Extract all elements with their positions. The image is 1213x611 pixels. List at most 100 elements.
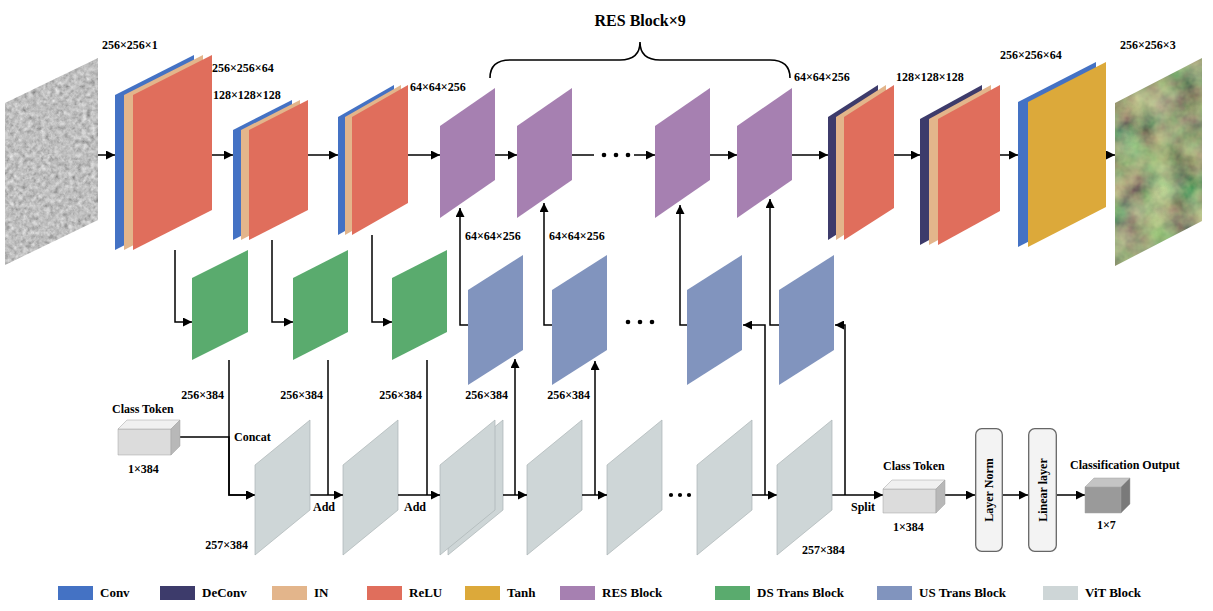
layer-name: Layer Norm [982, 458, 996, 521]
vit-block [527, 420, 582, 555]
dot [638, 320, 643, 325]
node-shape [883, 480, 945, 513]
flow-arrow [634, 154, 655, 156]
node-shape [5, 58, 98, 265]
brace [490, 42, 790, 78]
output-stack: 256×256×64 [1018, 62, 1106, 247]
flow-arrow [408, 154, 440, 156]
flow-arrow [792, 154, 828, 156]
ds-trans-block: 256×384 [392, 250, 447, 360]
node-shape [192, 250, 248, 360]
encoder-stack: 64×64×256 [338, 85, 408, 235]
connector [832, 494, 883, 496]
node-shape [777, 420, 832, 555]
classification-output: Classification Output1×7 [1085, 478, 1130, 513]
connector [372, 235, 392, 322]
connector [1000, 154, 1018, 156]
cube-top [883, 480, 945, 489]
layer-panel [844, 85, 894, 240]
flow-arrow [398, 494, 440, 496]
ellipsis-dots [602, 153, 691, 497]
legend-swatch [877, 586, 912, 600]
res-block [655, 88, 710, 218]
encoder-stack: 128×128×128 [233, 100, 308, 240]
flow-line [426, 360, 428, 495]
flow-arrow [544, 203, 552, 325]
dimension-label: 64×64×256 [465, 229, 521, 243]
node-shape [338, 85, 408, 235]
legend-text: DeConv [202, 585, 247, 601]
us-trans-block [779, 255, 834, 385]
connector [1003, 494, 1028, 496]
dot [687, 493, 691, 497]
node-shape [392, 250, 447, 360]
layer-name: Linear layer [1036, 458, 1050, 521]
legend-swatch [58, 586, 93, 600]
image-texture [1115, 58, 1202, 266]
connector [894, 154, 920, 156]
flow-arrow [743, 325, 765, 495]
cube-side [936, 480, 945, 513]
class-token: Class Token1×384 [883, 480, 945, 513]
linear-layer-box: Linear layer [1028, 428, 1057, 552]
flow-arrow [710, 154, 737, 156]
vit-block [440, 420, 495, 555]
connector [272, 240, 293, 322]
edge-label: Split [850, 500, 876, 514]
layer-panel [1028, 62, 1106, 247]
dimension-label: 256×384 [465, 388, 508, 402]
dot [602, 153, 607, 158]
dimension-label: 64×64×256 [410, 80, 466, 94]
vit-block [343, 420, 398, 555]
us-trans-block [687, 255, 742, 385]
dimension-label: 256×256×1 [102, 38, 158, 52]
node-shape [1018, 62, 1106, 247]
node-shape [828, 85, 894, 240]
block-title: Classification Output [1070, 458, 1180, 472]
dimension-label: 256×256×64 [1000, 48, 1062, 62]
flow-arrow [770, 199, 779, 325]
flow-arrow [514, 359, 516, 495]
cube-side [1121, 478, 1130, 513]
cube-side [171, 420, 180, 455]
rounded-box [1029, 429, 1057, 552]
vit-block [607, 420, 662, 555]
connector [1106, 154, 1115, 156]
node-shape [293, 250, 348, 360]
decoder-stack: 128×128×128 [920, 85, 1000, 245]
block-panel [552, 255, 607, 385]
output-image: 256×256×3 [1115, 58, 1202, 266]
connector [308, 154, 338, 156]
rounded-box [976, 429, 1003, 552]
cube-front [883, 489, 936, 513]
node-shape [552, 255, 607, 385]
legend-swatch [560, 586, 595, 600]
flow-arrow [594, 361, 596, 495]
legend-swatch [272, 586, 307, 600]
dot [678, 493, 682, 497]
dimension-label: 128×128×128 [213, 88, 281, 102]
dimension-label: 256×256×64 [212, 61, 274, 75]
connector [229, 360, 255, 495]
legend-swatch [1043, 586, 1078, 600]
dot [626, 153, 631, 158]
node-shape [233, 100, 308, 240]
dimension-label: 256×256×3 [1120, 38, 1176, 52]
edge-label: Concat [233, 430, 272, 444]
dimension-label: 256×384 [280, 388, 323, 402]
dot [669, 493, 673, 497]
dimension-label: 1×384 [893, 520, 924, 534]
cube-front [1085, 487, 1121, 513]
connector [1057, 494, 1085, 496]
dimension-label: 256×384 [379, 388, 422, 402]
flow-arrow [310, 494, 343, 496]
dimension-label: 64×64×256 [549, 229, 605, 243]
image-texture [5, 58, 98, 265]
node-shape [115, 55, 212, 250]
encoder-stack: 256×256×64 [115, 55, 212, 250]
res-block [517, 88, 572, 218]
operation-label: Add [313, 500, 335, 514]
legend-text: ReLU [409, 585, 442, 601]
dot [650, 320, 655, 325]
